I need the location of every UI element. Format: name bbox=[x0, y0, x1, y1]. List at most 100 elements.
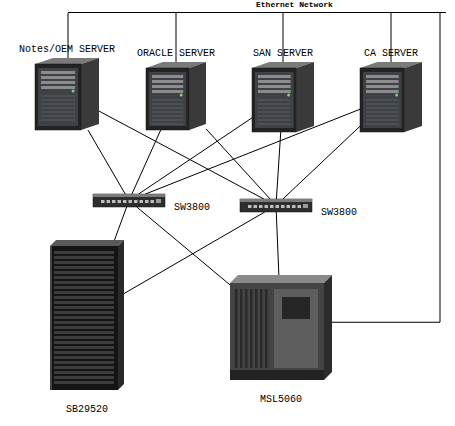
rack-slot bbox=[54, 256, 114, 259]
library-stripe bbox=[255, 289, 258, 368]
rack-slot bbox=[54, 266, 114, 269]
vent-line bbox=[366, 108, 399, 109]
drive-bay bbox=[366, 90, 399, 93]
switch-port bbox=[298, 205, 302, 208]
switch-port bbox=[101, 200, 105, 203]
rack-slot bbox=[54, 336, 114, 339]
device-name: MSL5060 bbox=[260, 394, 302, 405]
rack-slot bbox=[54, 286, 114, 289]
rack-slot bbox=[54, 381, 114, 384]
drive-bay bbox=[41, 86, 75, 89]
cable-line bbox=[132, 130, 161, 194]
switch-node: SW3800 bbox=[93, 194, 165, 207]
rack-slot bbox=[54, 351, 114, 354]
device-illustration bbox=[240, 199, 312, 212]
rack-slot bbox=[54, 326, 114, 329]
vent-line bbox=[41, 100, 75, 101]
cable-line bbox=[206, 129, 270, 199]
rack-slot bbox=[54, 296, 114, 299]
drive-bay bbox=[41, 81, 75, 84]
server-bezel bbox=[255, 72, 294, 128]
vent-line bbox=[41, 96, 75, 97]
drive-bay bbox=[152, 90, 183, 93]
switch-panel bbox=[156, 199, 161, 203]
switch-panel bbox=[303, 204, 308, 208]
power-led bbox=[72, 90, 75, 93]
switch-port bbox=[276, 205, 280, 208]
device-illustration bbox=[50, 240, 124, 390]
vent-line bbox=[152, 124, 183, 125]
drive-bay bbox=[366, 75, 399, 78]
switch-port bbox=[112, 200, 116, 203]
server-side bbox=[189, 62, 206, 130]
rack-slot bbox=[54, 251, 114, 254]
server-front bbox=[35, 64, 81, 130]
rack-slot bbox=[54, 316, 114, 319]
rack-body bbox=[50, 246, 118, 390]
drive-bay bbox=[41, 71, 75, 74]
switch-port bbox=[129, 200, 133, 203]
rack-slot bbox=[54, 341, 114, 344]
network-name: Ethernet Network bbox=[256, 0, 333, 9]
vent-line bbox=[41, 104, 75, 105]
drive-bay bbox=[258, 75, 291, 78]
drive-bay bbox=[258, 85, 291, 88]
vent-line bbox=[258, 120, 291, 121]
switch-port bbox=[140, 200, 144, 203]
power-led bbox=[287, 94, 290, 97]
library-stripe bbox=[260, 289, 263, 368]
library-base bbox=[230, 370, 324, 380]
drive-bay bbox=[258, 90, 291, 93]
library-stripe bbox=[245, 289, 248, 368]
rack-slot bbox=[54, 276, 114, 279]
drive-bay bbox=[41, 76, 75, 79]
vent-line bbox=[152, 100, 183, 101]
vent-line bbox=[152, 104, 183, 105]
storage-rack: SB29520 bbox=[50, 240, 124, 390]
switch-port bbox=[281, 205, 285, 208]
vent-line bbox=[366, 100, 399, 101]
rack-top bbox=[50, 240, 124, 246]
rack-edge bbox=[51, 246, 52, 390]
device-illustration bbox=[93, 194, 165, 207]
device-name: SW3800 bbox=[174, 202, 210, 213]
library-stripe bbox=[265, 289, 268, 368]
rack-slot bbox=[54, 291, 114, 294]
switch-node: SW3800 bbox=[240, 199, 312, 212]
switch-top bbox=[93, 194, 165, 197]
library-top bbox=[230, 275, 332, 283]
server-node: SAN SERVER bbox=[252, 62, 314, 132]
rack-slot bbox=[54, 361, 114, 364]
server-node: CA SERVER bbox=[360, 62, 422, 132]
vent-line bbox=[41, 112, 75, 113]
cable-line bbox=[332, 13, 440, 322]
vent-line bbox=[152, 120, 183, 121]
vent-line bbox=[366, 124, 399, 125]
cable-line bbox=[276, 212, 279, 275]
switch-port bbox=[134, 200, 138, 203]
rack-side bbox=[118, 240, 124, 390]
server-front bbox=[252, 68, 297, 132]
switch-port bbox=[265, 205, 269, 208]
switch-port bbox=[123, 200, 127, 203]
library-stripe bbox=[240, 289, 243, 368]
device-name: SB29520 bbox=[66, 404, 108, 415]
switch-top bbox=[240, 199, 312, 202]
power-led bbox=[395, 94, 398, 97]
rack-slot bbox=[54, 321, 114, 324]
device-illustration bbox=[252, 62, 314, 132]
rack-slot bbox=[54, 271, 114, 274]
library-side bbox=[324, 275, 332, 380]
vent-line bbox=[258, 104, 291, 105]
switch-port bbox=[107, 200, 111, 203]
drive-bay bbox=[366, 85, 399, 88]
vent-line bbox=[41, 120, 75, 121]
vent-line bbox=[366, 112, 399, 113]
vent-line bbox=[258, 124, 291, 125]
cable-line bbox=[115, 207, 127, 240]
device-name: Notes/OEM SERVER bbox=[19, 44, 115, 55]
drive-bay bbox=[152, 75, 183, 78]
drive-bay bbox=[152, 85, 183, 88]
tape-library: MSL5060 bbox=[230, 275, 332, 380]
